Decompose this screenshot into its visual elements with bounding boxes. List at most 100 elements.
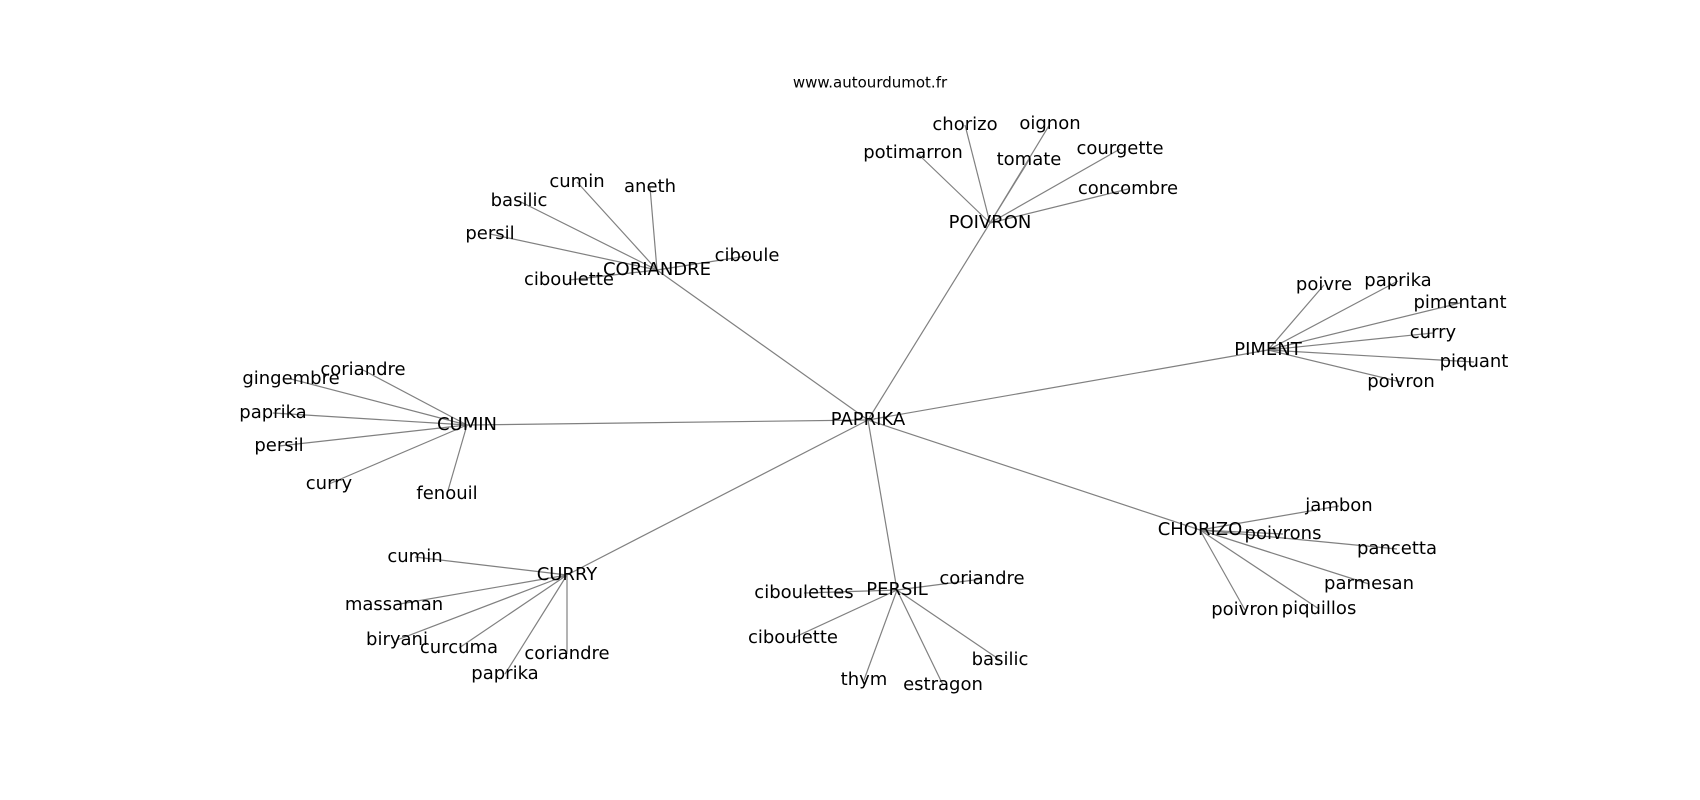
hub-node-curry: CURRY — [537, 564, 599, 585]
leaf-node-piment-poivre: poivre — [1296, 274, 1352, 295]
edge-chorizo-parmesan — [1199, 529, 1370, 585]
leaf-node-piment-curry: curry — [1410, 322, 1457, 343]
leaf-node-poivron-concombre: concombre — [1078, 178, 1178, 199]
edge-coriandre-persil — [489, 233, 658, 271]
edge-center-poivron — [867, 222, 991, 421]
edge-curry-paprika — [504, 574, 568, 675]
leaf-node-persil-ciboulette: ciboulette — [748, 627, 838, 648]
edges — [272, 123, 1475, 686]
center-node: PAPRIKA — [831, 409, 906, 430]
edge-persil-estragon — [896, 589, 944, 686]
edge-coriandre-cumin — [576, 181, 658, 271]
leaf-node-cumin-coriandre: coriandre — [320, 359, 405, 380]
edge-persil-ciboulette — [792, 589, 898, 639]
edge-persil-thym — [863, 589, 898, 681]
edge-poivron-courgette — [989, 148, 1121, 224]
leaf-node-persil-estragon: estragon — [903, 674, 983, 695]
edge-piment-poivron — [1267, 349, 1402, 383]
edge-chorizo-piquillos — [1199, 529, 1320, 610]
hub-node-persil: PERSIL — [866, 579, 928, 600]
leaf-node-coriandre-basilic: basilic — [491, 190, 548, 211]
hub-node-piment: PIMENT — [1234, 339, 1303, 360]
leaf-node-coriandre-ciboule: ciboule — [715, 245, 780, 266]
leaf-node-coriandre-ciboulette: ciboulette — [524, 269, 614, 290]
edge-poivron-concombre — [989, 188, 1129, 224]
leaf-node-persil-coriandre: coriandre — [939, 568, 1024, 589]
edge-center-piment — [867, 349, 1269, 421]
leaf-node-cumin-paprika: paprika — [239, 402, 306, 423]
edge-center-cumin — [466, 419, 869, 426]
edge-cumin-coriandre — [362, 369, 468, 426]
leaf-node-piment-paprika: paprika — [1364, 270, 1431, 291]
leaf-node-curry-massaman: massaman — [345, 594, 443, 615]
leaf-node-cumin-persil: persil — [254, 435, 303, 456]
edge-poivron-chorizo — [964, 124, 991, 224]
leaf-node-curry-biryani: biryani — [366, 629, 428, 650]
leaf-node-poivron-chorizo: chorizo — [932, 114, 997, 135]
hub-node-chorizo: CHORIZO — [1158, 519, 1243, 540]
edge-piment-pimentant — [1267, 302, 1461, 351]
edge-piment-piquant — [1267, 349, 1475, 363]
leaf-node-curry-coriandre: coriandre — [524, 643, 609, 664]
leaf-node-cumin-gingembre: gingembre — [242, 368, 339, 389]
leaf-node-chorizo-pancetta: pancetta — [1357, 538, 1437, 559]
edge-coriandre-basilic — [518, 200, 658, 271]
edge-cumin-gingembre — [290, 378, 468, 426]
edge-curry-curcuma — [458, 574, 568, 649]
leaf-node-chorizo-poivron: poivron — [1211, 599, 1279, 620]
leaf-node-cumin-curry: curry — [306, 473, 353, 494]
leaf-node-poivron-courgette: courgette — [1076, 138, 1163, 159]
edge-coriandre-aneth — [649, 186, 658, 271]
edge-poivron-tomate — [989, 159, 1030, 224]
edge-cumin-paprika — [272, 412, 468, 426]
edge-poivron-potimarron — [916, 152, 991, 224]
edge-coriandre-ciboule — [656, 255, 748, 271]
leaf-node-persil-ciboulettes: ciboulettes — [754, 582, 853, 603]
edge-curry-massaman — [393, 574, 568, 606]
leaf-node-piment-piquant: piquant — [1440, 351, 1509, 372]
hub-node-coriandre: CORIANDRE — [603, 259, 711, 280]
leaf-node-curry-cumin: cumin — [387, 546, 442, 567]
edge-chorizo-poivrons — [1199, 529, 1284, 535]
leaf-node-chorizo-poivrons: poivrons — [1245, 523, 1322, 544]
leaf-node-poivron-oignon: oignon — [1019, 113, 1080, 134]
edge-center-coriandre — [656, 269, 869, 421]
leaf-node-chorizo-jambon: jambon — [1304, 495, 1372, 516]
leaf-node-curry-paprika: paprika — [471, 663, 538, 684]
edge-chorizo-jambon — [1199, 505, 1340, 531]
edge-center-curry — [566, 419, 869, 576]
edge-center-chorizo — [867, 419, 1201, 531]
edge-persil-ciboulettes — [803, 589, 898, 594]
edge-center-persil — [867, 419, 898, 591]
edge-chorizo-poivron — [1199, 529, 1246, 611]
leaf-node-chorizo-piquillos: piquillos — [1282, 598, 1357, 619]
edge-piment-curry — [1267, 332, 1434, 351]
leaf-node-coriandre-cumin: cumin — [549, 171, 604, 192]
leaf-node-chorizo-parmesan: parmesan — [1324, 573, 1414, 594]
leaf-node-coriandre-persil: persil — [465, 223, 514, 244]
edge-chorizo-pancetta — [1199, 529, 1398, 550]
leaf-node-persil-thym: thym — [841, 669, 888, 690]
leaf-node-coriandre-aneth: aneth — [624, 176, 676, 197]
edge-persil-coriandre — [896, 578, 983, 591]
leaf-node-poivron-potimarron: potimarron — [863, 142, 963, 163]
edge-piment-paprika — [1267, 280, 1399, 351]
leaf-node-piment-poivron: poivron — [1367, 371, 1435, 392]
edge-piment-poivre — [1267, 284, 1325, 351]
edge-curry-cumin — [414, 556, 568, 576]
leaf-node-poivron-tomate: tomate — [997, 149, 1062, 170]
edge-coriandre-ciboulette — [568, 269, 658, 281]
edge-cumin-persil — [278, 424, 468, 447]
hub-node-poivron: POIVRON — [949, 212, 1032, 233]
leaf-node-curry-curcuma: curcuma — [420, 637, 498, 658]
leaf-node-piment-pimentant: pimentant — [1414, 292, 1507, 313]
edge-cumin-curry — [328, 424, 468, 485]
site-url: www.autourdumot.fr — [793, 74, 948, 92]
edge-cumin-fenouil — [446, 424, 468, 495]
leaf-node-cumin-fenouil: fenouil — [416, 483, 477, 504]
hub-node-cumin: CUMIN — [437, 414, 497, 435]
edge-persil-basilic — [896, 589, 1001, 661]
leaf-node-persil-basilic: basilic — [972, 649, 1029, 670]
